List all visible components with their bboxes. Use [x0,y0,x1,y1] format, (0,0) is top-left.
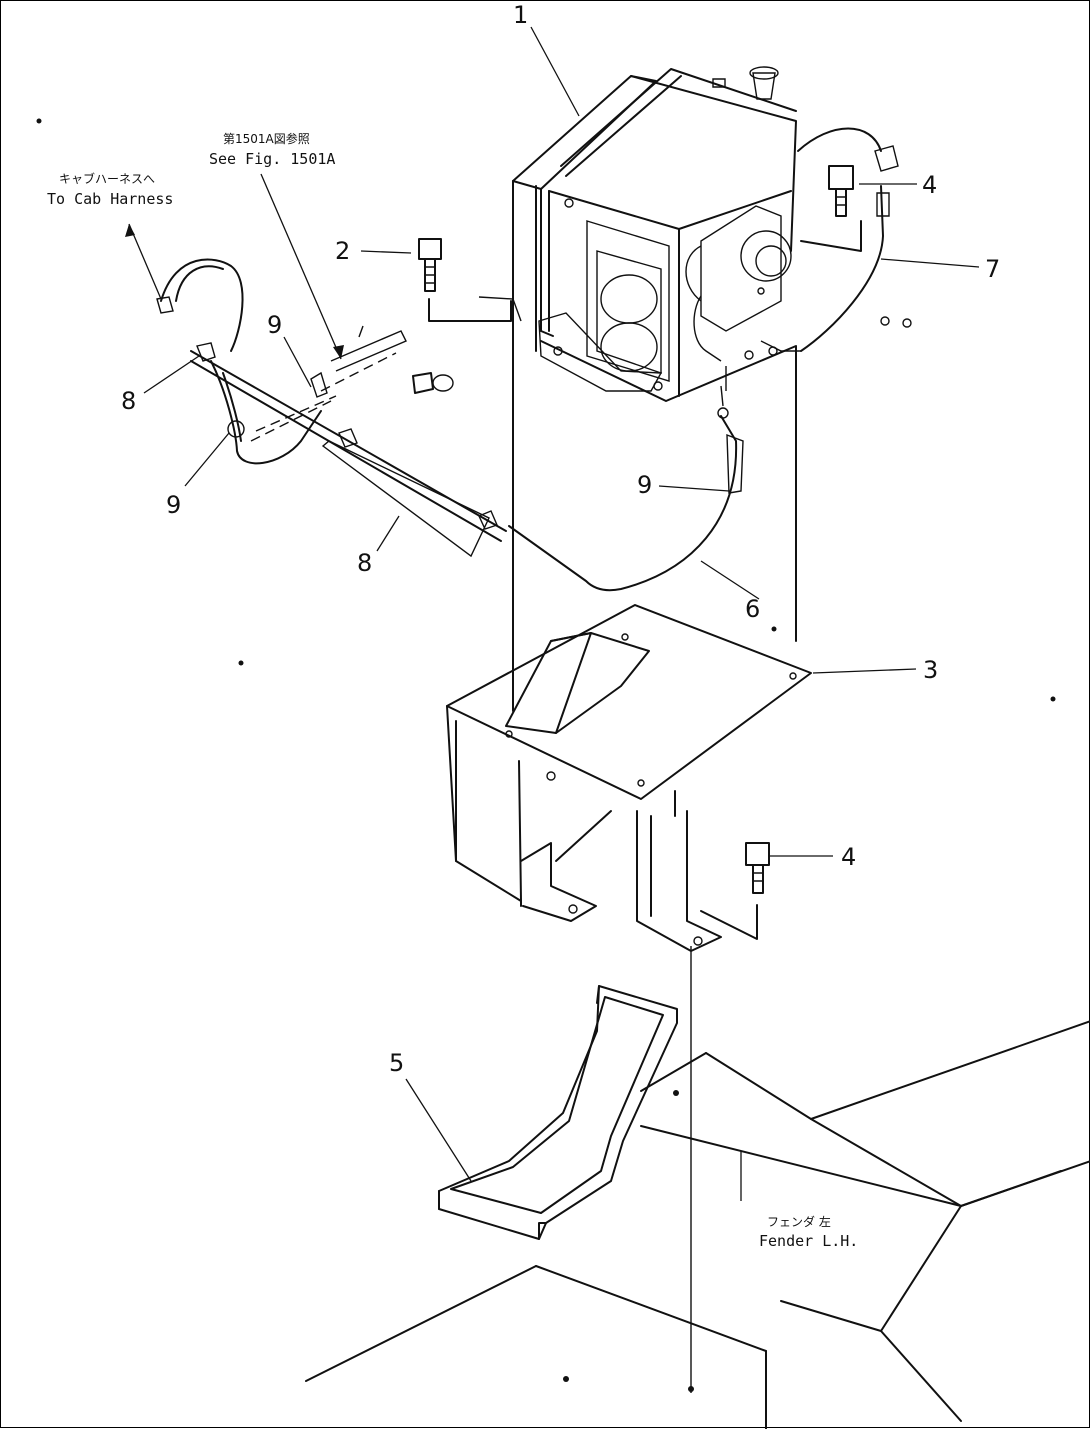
callout-5: 5 [389,1049,404,1077]
note-see-fig-en: See Fig. 1501A [209,150,335,168]
callout-9-right: 9 [637,471,652,499]
item-7-harness [693,127,912,391]
item-4-bolt-lower [700,842,770,940]
item-2-bolt [412,238,522,394]
item-4-bolt-upper [800,165,862,252]
callout-2: 2 [335,237,350,265]
item-5-mat [438,985,678,1240]
item-3-bracket [446,604,812,952]
callout-8-lower: 8 [357,549,372,577]
text-notes: 第1501A図参照 See Fig. 1501A キャブハーネスへ To Cab… [47,131,858,1250]
note-to-cab-jp: キャブハーネスへ [59,171,155,186]
fender-lh-outline [305,1020,1090,1429]
item-9-clamp-upper [310,325,407,398]
item-1-controller-box [512,66,797,712]
item-8-tube [190,342,507,558]
callout-7: 7 [985,255,1000,283]
callout-9-left: 9 [166,491,181,519]
note-fender-en: Fender L.H. [759,1232,858,1250]
assembly-lines [36,118,1056,1393]
callout-numbers: 1 2 3 4 4 5 6 7 8 8 9 9 9 [121,1,1000,1077]
note-fender-jp: フェンダ 左 [767,1214,831,1229]
callout-3: 3 [923,656,938,684]
note-to-cab-en: To Cab Harness [47,190,173,208]
callout-8-upper: 8 [121,387,136,415]
callout-1: 1 [513,1,528,29]
callout-9-upper: 9 [267,311,282,339]
callout-6: 6 [745,595,760,623]
item-6-harness [508,385,744,592]
note-see-fig-jp: 第1501A図参照 [223,131,310,146]
callout-4-lower: 4 [841,843,856,871]
leader-lines [125,26,980,1201]
cab-harness-loop [156,258,337,465]
callout-4-upper: 4 [922,171,937,199]
